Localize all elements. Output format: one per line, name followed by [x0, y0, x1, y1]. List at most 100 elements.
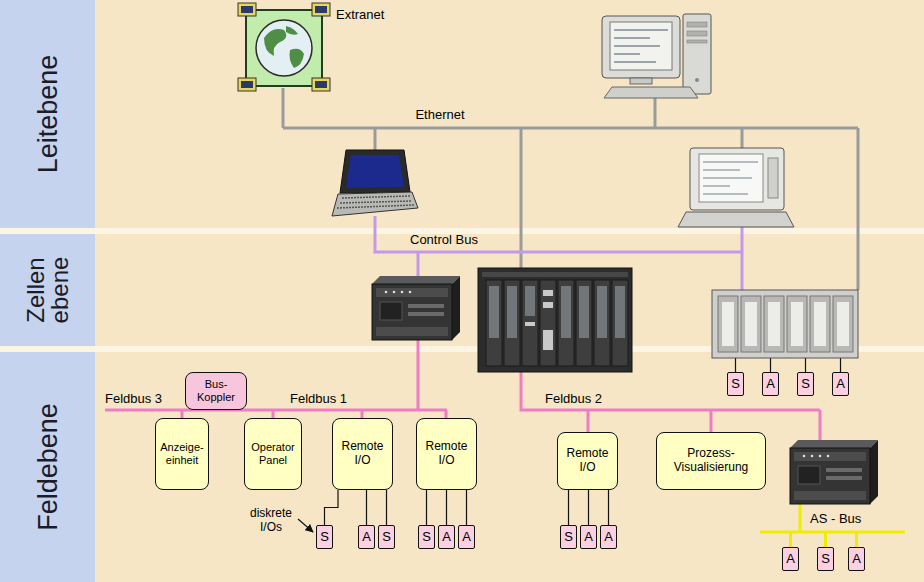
fieldbus-wire — [272, 410, 275, 418]
io-wire — [735, 358, 736, 372]
plc-rack — [507, 286, 517, 338]
compact-plc — [385, 291, 388, 294]
io-point: A — [762, 372, 779, 396]
control-bus-wire — [741, 227, 744, 290]
io-point: S — [797, 372, 814, 396]
plc-rack — [615, 286, 625, 338]
io-wire — [736, 358, 841, 372]
extranet-icon — [238, 3, 330, 91]
panel-pc — [699, 154, 763, 202]
modular-plc — [712, 290, 858, 358]
level-title: Leitebene — [34, 55, 61, 174]
as-bus-wire — [760, 504, 905, 547]
plc-rack — [594, 280, 610, 366]
desktop-computer — [610, 22, 672, 70]
desktop-computer — [604, 87, 698, 98]
modular-plc — [787, 296, 807, 352]
compact-plc — [393, 291, 396, 294]
panel-pc — [768, 158, 778, 198]
box-text: A — [786, 552, 795, 567]
laptop — [332, 192, 418, 216]
bus-label: Feldbus 3 — [105, 392, 162, 407]
extranet-icon — [238, 3, 256, 16]
compact-plc — [408, 304, 444, 308]
box-text: Prozess- Visualisierung — [660, 447, 762, 475]
level-title: Zellen ebene — [24, 248, 72, 332]
box-text: A — [442, 530, 451, 545]
io-point: A — [438, 525, 455, 549]
panel-pc — [690, 148, 784, 210]
plc-rack — [486, 280, 502, 366]
panel-pc — [678, 148, 794, 227]
box-text: S — [731, 377, 740, 392]
modular-plc — [741, 296, 761, 352]
device-box: Remote I/O — [557, 432, 618, 490]
compact-plc — [811, 455, 814, 458]
desktop-computer — [683, 14, 711, 94]
as-bus-wire — [760, 531, 905, 534]
compact-plc — [794, 452, 866, 461]
box-text: Bus- Koppler — [189, 378, 243, 403]
io-point: S — [560, 525, 577, 549]
compact-plc — [372, 276, 460, 340]
io-point: A — [580, 525, 597, 549]
extranet-icon — [286, 26, 298, 35]
io-wire — [840, 358, 841, 372]
extranet-icon — [256, 20, 312, 76]
box-text: A — [584, 530, 593, 545]
modular-plc — [745, 302, 757, 346]
compact-plc — [827, 455, 830, 458]
fieldbus-wire — [417, 340, 420, 410]
ethernet-wire — [741, 128, 744, 148]
box-text: A — [462, 530, 471, 545]
extranet-icon — [238, 3, 330, 91]
ethernet-wire — [282, 88, 285, 128]
fieldbus-wire — [521, 372, 820, 410]
compact-plc — [380, 302, 402, 320]
ethernet-wire — [283, 127, 858, 130]
fieldbus-wire — [587, 410, 590, 432]
laptop — [332, 150, 418, 216]
plc-rack — [482, 272, 628, 277]
bus-label: Feldbus 2 — [545, 392, 602, 407]
leader-arrow — [298, 519, 313, 532]
modular-plc — [718, 296, 738, 352]
extranet-icon — [315, 81, 327, 88]
io-wire — [770, 358, 771, 372]
extranet-icon — [312, 78, 330, 91]
compact-plc — [798, 466, 820, 484]
desktop-computer — [614, 30, 668, 62]
plc-rack — [522, 280, 538, 366]
io-wire — [366, 490, 367, 525]
io-wire — [426, 490, 427, 525]
desktop-computer — [687, 22, 707, 27]
io-point: S — [316, 525, 333, 549]
box-text: A — [604, 530, 613, 545]
modular-plc — [791, 302, 803, 346]
compact-plc — [803, 455, 806, 458]
as-bus-wire — [855, 532, 858, 547]
box-text: S — [821, 552, 830, 567]
modular-plc — [764, 296, 784, 352]
io-wire — [466, 490, 467, 525]
io-point: S — [817, 547, 834, 571]
extranet-icon — [315, 6, 327, 13]
fieldbus-wire — [181, 410, 184, 418]
plc-rack — [543, 290, 553, 296]
io-wire — [608, 490, 609, 525]
box-text: S — [320, 530, 329, 545]
extranet-icon — [312, 3, 330, 16]
level-column: Feldebene — [0, 352, 95, 582]
laptop — [340, 150, 410, 193]
ethernet-wire — [520, 128, 523, 268]
desktop-computer — [602, 16, 680, 78]
box-text: A — [362, 530, 371, 545]
ethernet-wire — [374, 128, 377, 150]
modular-plc — [712, 290, 858, 358]
io-wire — [386, 490, 387, 525]
box-text: S — [422, 530, 431, 545]
io-point: A — [600, 525, 617, 549]
extranet-icon — [246, 10, 322, 86]
compact-plc — [826, 476, 862, 480]
